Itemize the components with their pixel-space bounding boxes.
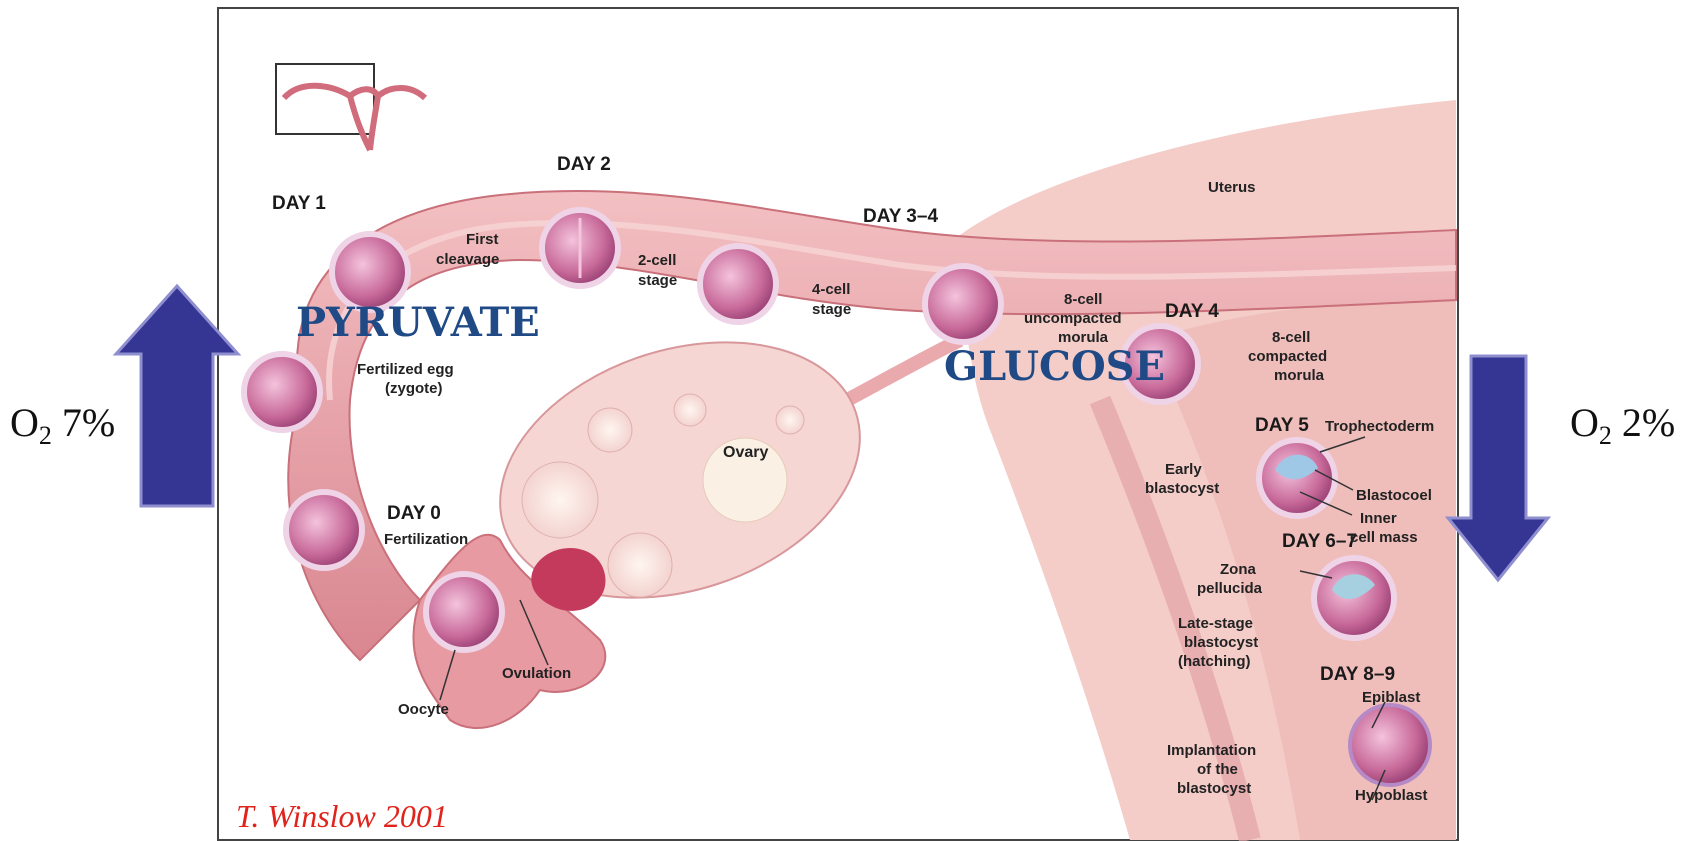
implantation-line1: Implantation (1167, 742, 1256, 759)
four-cell-label-line1: 4-cell (812, 281, 850, 298)
eight-uncompacted-line1: 8-cell (1064, 291, 1102, 308)
o2-symbol: O (10, 400, 39, 445)
early-blastocyst-line2: blastocyst (1145, 480, 1219, 497)
o2-subscript: 2 (39, 421, 52, 450)
eight-cell-uncompacted-embryo (925, 266, 1001, 342)
glucose-label: GLUCOSE (944, 343, 1165, 390)
day2-label: DAY 2 (557, 154, 611, 175)
zona-pellucida-line2: pellucida (1197, 580, 1263, 597)
o2-value: 7% (62, 400, 115, 445)
o2-symbol: O (1570, 400, 1599, 445)
ovulation-label: Ovulation (502, 665, 571, 682)
ovary-label: Ovary (723, 444, 768, 461)
early-blastocyst-line1: Early (1165, 461, 1202, 478)
eight-compacted-line1: 8-cell (1272, 329, 1310, 346)
day8-9-label: DAY 8–9 (1320, 664, 1395, 685)
ovary-follicle (776, 406, 804, 434)
pyruvate-label: PYRUVATE (296, 299, 540, 346)
o2-subscript: 2 (1599, 421, 1612, 450)
first-cleavage-label-line2: cleavage (436, 251, 499, 268)
ovary-follicle (674, 394, 706, 426)
implantation-line3: blastocyst (1177, 780, 1251, 797)
eight-uncompacted-line2: uncompacted (1024, 310, 1122, 327)
fertilized-egg-line1: Fertilized egg (357, 361, 454, 378)
fertilization-embryo (286, 492, 362, 568)
two-cell-label-line1: 2-cell (638, 252, 676, 269)
oocyte-label: Oocyte (398, 701, 449, 718)
late-blastocyst-line2: blastocyst (1184, 634, 1258, 651)
ovary-follicle (588, 408, 632, 452)
late-blastocyst-line1: Late-stage (1178, 615, 1253, 632)
zona-pellucida-line1: Zona (1220, 561, 1256, 578)
right-oxygen-label: O2 2% (1570, 400, 1675, 450)
ovary-follicle (522, 462, 598, 538)
uterus-label: Uterus (1208, 179, 1256, 196)
four-cell-label-line2: stage (812, 301, 851, 318)
day1-label: DAY 1 (272, 193, 326, 214)
four-cell-embryo (700, 246, 776, 322)
zygote-embryo (244, 354, 320, 430)
day3-4-label: DAY 3–4 (863, 206, 938, 227)
eight-compacted-line3: morula (1274, 367, 1325, 384)
inner-cell-mass-line2: cell mass (1350, 529, 1418, 546)
implanting-blastocyst (1350, 705, 1430, 785)
hypoblast-label: Hypoblast (1355, 787, 1428, 804)
fertilized-egg-line2: (zygote) (385, 380, 443, 397)
day4-label: DAY 4 (1165, 301, 1219, 322)
day0-label: DAY 0 (387, 503, 441, 524)
two-cell-label-line2: stage (638, 272, 677, 289)
oxygen-decrease-arrow (1448, 356, 1548, 580)
o2-value: 2% (1622, 400, 1675, 445)
day5-label: DAY 5 (1255, 415, 1309, 436)
implantation-line2: of the (1197, 761, 1238, 778)
credit-label: T. Winslow 2001 (236, 798, 448, 834)
oocyte-embryo (426, 574, 502, 650)
left-oxygen-label: O2 7% (10, 400, 115, 450)
ovary-follicle (608, 533, 672, 597)
inner-cell-mass-line1: Inner (1360, 510, 1397, 527)
late-blastocyst-line3: (hatching) (1178, 653, 1251, 670)
fertilization-label: Fertilization (384, 531, 468, 548)
blastocoel-label: Blastocoel (1356, 487, 1432, 504)
day6-7-label: DAY 6–7 (1282, 531, 1357, 552)
epiblast-label: Epiblast (1362, 689, 1420, 706)
eight-compacted-line2: compacted (1248, 348, 1327, 365)
first-cleavage-label-line1: First (466, 231, 499, 248)
trophectoderm-label: Trophectoderm (1325, 418, 1434, 435)
